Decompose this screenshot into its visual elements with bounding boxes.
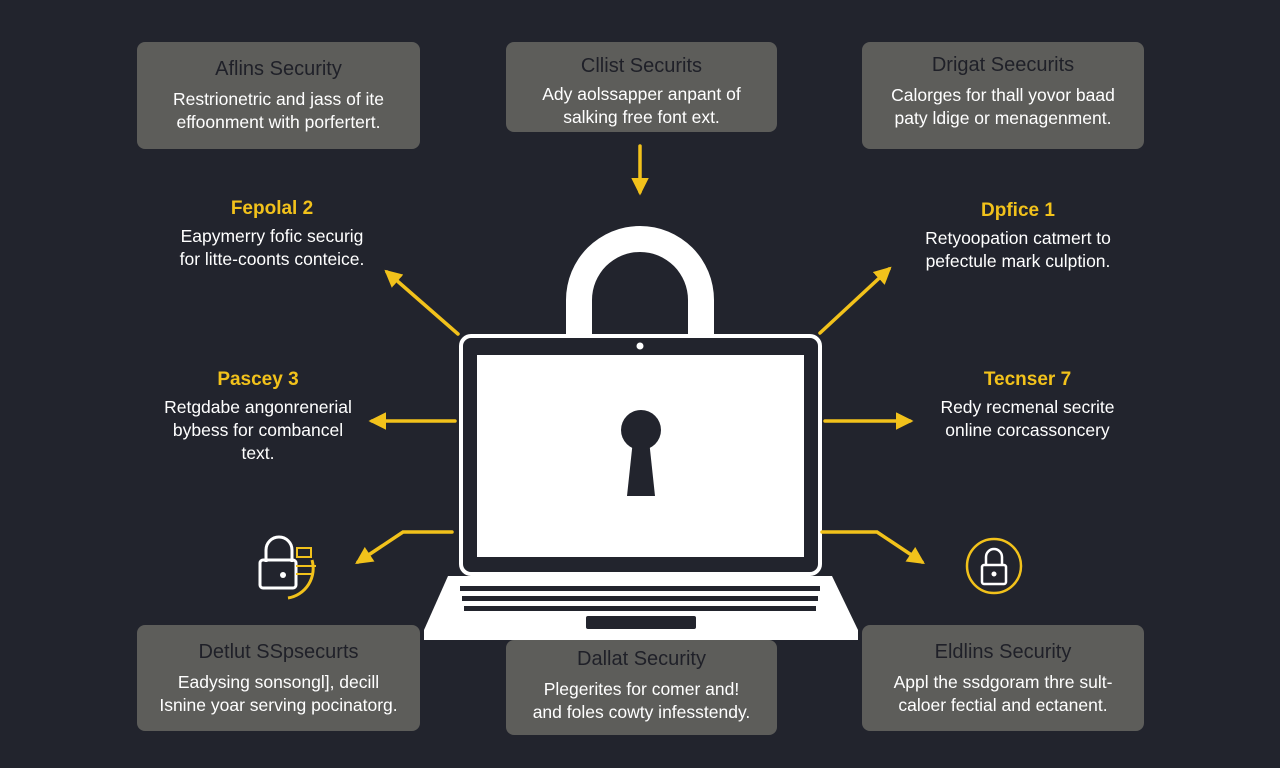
box-description: Restrionetric and jass of ite effoonment… bbox=[137, 88, 420, 134]
label-description: Retyoopation catmert to pefectule mark c… bbox=[880, 227, 1156, 273]
keyhole-icon bbox=[621, 410, 661, 496]
box-title: Dallat Security bbox=[577, 648, 706, 670]
label-tecnser: Tecnser 7 Redy recmenal secrite online c… bbox=[905, 368, 1150, 442]
box-description: Calorges for thall yovor baad paty ldige… bbox=[862, 84, 1144, 130]
label-description: Eapymerry fofic securig for litte-coonts… bbox=[147, 225, 397, 271]
label-description-line: Retgdabe angonrenerial bbox=[164, 397, 352, 417]
label-pascey: Pascey 3 Retgdabe angonrenerial bybess f… bbox=[130, 368, 386, 465]
box-description-line: Restrionetric and jass of ite bbox=[172, 89, 385, 109]
box-description: Eadysing sonsongl], decill Isnine yoar s… bbox=[137, 671, 420, 717]
box-top-center: Cllist Securits Ady aolssapper anpant of… bbox=[506, 42, 777, 132]
label-description-line: online corcassoncery bbox=[945, 420, 1110, 440]
label-description: Retgdabe angonrenerial bybess for comban… bbox=[130, 396, 386, 465]
arrow-icon bbox=[355, 144, 925, 564]
label-description-line: for litte-coonts conteice. bbox=[179, 249, 365, 269]
circle-padlock-icon bbox=[965, 537, 1023, 595]
label-description: Redy recmenal secrite online corcassonce… bbox=[905, 396, 1150, 442]
label-description-line: bybess for combancel bbox=[172, 420, 344, 440]
box-title: Eldlins Security bbox=[934, 641, 1072, 663]
label-dpfice: Dpfice 1 Retyoopation catmert to pefectu… bbox=[880, 199, 1156, 273]
box-top-right: Drigat Seecurits Calorges for thall yovo… bbox=[862, 42, 1144, 149]
box-description: Appl the ssdgoram thre sult- caloer fect… bbox=[862, 671, 1144, 717]
label-title: Fepolal 2 bbox=[230, 198, 314, 219]
box-description-line: Isnine yoar serving pocinatorg. bbox=[159, 695, 398, 715]
label-description-line: text. bbox=[241, 443, 275, 463]
padlock-key-icon bbox=[258, 535, 316, 600]
arrow-lower-right bbox=[820, 530, 925, 564]
label-description-line: Retyoopation catmert to bbox=[925, 228, 1111, 248]
box-top-left: Aflins Security Restrionetric and jass o… bbox=[137, 42, 420, 149]
box-bottom-right: Eldlins Security Appl the ssdgoram thre … bbox=[862, 625, 1144, 731]
box-description-line: effoonment with porfertert. bbox=[176, 112, 381, 132]
box-description-line: Plegerites for comer and! bbox=[543, 679, 740, 699]
arrow-upper-left bbox=[384, 269, 460, 336]
box-title: Aflins Security bbox=[215, 58, 342, 80]
box-title: Cllist Securits bbox=[580, 55, 703, 77]
label-title: Pascey 3 bbox=[217, 369, 299, 390]
label-description-line: pefectule mark culption. bbox=[925, 251, 1111, 271]
label-description-line: Eapymerry fofic securig bbox=[180, 226, 364, 246]
box-description-line: salking free font ext. bbox=[563, 107, 720, 127]
box-description: Plegerites for comer and! and foles cowt… bbox=[506, 678, 777, 724]
label-title: Dpfice 1 bbox=[981, 200, 1055, 221]
box-description: Ady aolssapper anpant of salking free fo… bbox=[506, 83, 777, 129]
label-description-line: Redy recmenal secrite bbox=[940, 397, 1115, 417]
box-title: Drigat Seecurits bbox=[931, 54, 1075, 76]
box-description-line: paty ldige or menagenment. bbox=[894, 108, 1112, 128]
box-description-line: Eadysing sonsongl], decill bbox=[177, 672, 380, 692]
box-title: Detlut SSpsecurts bbox=[198, 641, 359, 663]
box-description-line: Ady aolssapper anpant of bbox=[542, 84, 741, 104]
arrow-lower-left bbox=[355, 530, 454, 564]
box-description-line: Appl the ssdgoram thre sult- bbox=[893, 672, 1113, 692]
box-bottom-center: Dallat Security Plegerites for comer and… bbox=[506, 640, 777, 735]
padlock-shackle-icon bbox=[566, 226, 714, 345]
label-title: Tecnser 7 bbox=[983, 369, 1072, 390]
arrow-upper-right bbox=[818, 266, 892, 335]
label-pepolal: Fepolal 2 Eapymerry fofic securig for li… bbox=[147, 197, 397, 271]
box-bottom-left: Detlut SSpsecurts Eadysing sonsongl], de… bbox=[137, 625, 420, 731]
box-description-line: Calorges for thall yovor baad bbox=[891, 85, 1115, 105]
box-description-line: caloer fectial and ectanent. bbox=[898, 695, 1108, 715]
box-description-line: and foles cowty infesstendy. bbox=[532, 702, 751, 722]
